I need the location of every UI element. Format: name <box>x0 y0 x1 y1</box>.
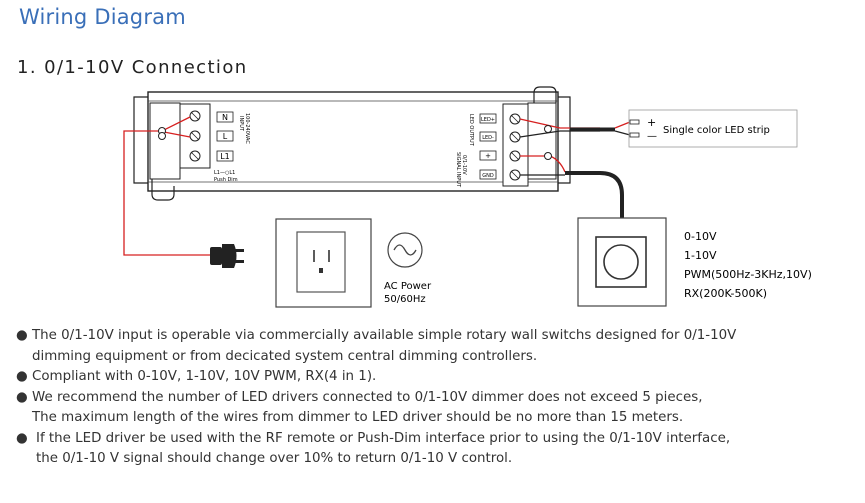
dimmer-mode-1: 0-10V <box>684 230 717 243</box>
dimmer-mode-3: PWM(500Hz-3KHz,10V) <box>684 268 812 281</box>
rotary-dimmer-icon <box>577 217 667 307</box>
signal-wires <box>520 152 624 218</box>
terminal-n-label: N <box>222 113 228 122</box>
terminal-l-label: L <box>223 132 228 141</box>
mount-hook-right <box>533 86 557 105</box>
input-label: INPUT <box>238 116 244 132</box>
signal-input-label: SIGNAL INPUT <box>455 152 461 188</box>
led-output-wires <box>519 118 631 138</box>
mount-hook-left <box>151 179 175 201</box>
terminal-gnd-label: GND <box>482 173 494 179</box>
output-terminal-labels: LED+ LED- + GND <box>479 113 497 180</box>
bullet-icon: ● <box>16 328 28 343</box>
led-strip: + — Single color LED strip <box>628 109 798 148</box>
ac-power-label: AC Power <box>384 281 432 292</box>
led-output-label: LED OUTPUT <box>468 114 474 147</box>
led-strip-minus: — <box>647 131 657 142</box>
note-item: ● The 0/1-10V input is operable via comm… <box>16 326 856 367</box>
signal-range-label: 0/1-10V <box>461 155 467 175</box>
led-driver: N L L1 INPUT 100-240VAC L1—○L1 Push Dim … <box>133 86 571 201</box>
led-strip-plus: + <box>647 116 656 129</box>
outlet-icon <box>275 218 372 308</box>
terminal-signal-plus-label: + <box>485 152 491 160</box>
ac-plug-icon <box>210 244 244 268</box>
note-item: ● Compliant with 0-10V, 1-10V, 10V PWM, … <box>16 367 856 388</box>
input-range-label: 100-240VAC <box>244 113 250 144</box>
note-line: The 0/1-10V input is operable via commer… <box>32 328 737 343</box>
terminal-led-plus-label: LED+ <box>481 117 495 123</box>
ac-sine-icon <box>387 232 423 268</box>
note-item: ● We recommend the number of LED drivers… <box>16 388 856 429</box>
bullet-icon: ● <box>16 430 28 446</box>
ac-frequency-label: 50/60Hz <box>384 294 426 305</box>
note-line: the 0/1-10 V signal should change over 1… <box>36 451 513 466</box>
push-dim-symbol: L1—○L1 <box>214 170 235 176</box>
input-terminal-labels: N L L1 <box>216 111 234 162</box>
note-line: If the LED driver be used with the RF re… <box>36 430 731 446</box>
note-item: ● If the LED driver be used with the RF … <box>16 429 856 470</box>
terminal-led-minus-label: LED- <box>482 135 494 141</box>
note-line: The maximum length of the wires from dim… <box>32 410 684 425</box>
bullet-icon: ● <box>16 369 28 384</box>
dimmer-mode-4: RX(200K-500K) <box>684 287 767 300</box>
dimmer-mode-2: 1-10V <box>684 249 717 262</box>
notes-list: ● The 0/1-10V input is operable via comm… <box>16 326 856 470</box>
section-title: 1. 0/1-10V Connection <box>17 57 248 78</box>
wiring-diagram: N L L1 INPUT 100-240VAC L1—○L1 Push Dim … <box>123 86 812 308</box>
ac-input-wires <box>123 116 210 256</box>
bullet-icon: ● <box>16 389 28 405</box>
push-dim-caption: Push Dim <box>214 177 238 183</box>
note-line: dimming equipment or from decicated syst… <box>32 348 538 364</box>
note-line: We recommend the number of LED drivers c… <box>32 389 703 405</box>
terminal-l1-label: L1 <box>220 152 230 161</box>
led-strip-label: Single color LED strip <box>663 125 770 136</box>
note-line: Compliant with 0-10V, 1-10V, 10V PWM, RX… <box>32 369 377 384</box>
page-title: Wiring Diagram <box>19 5 186 29</box>
